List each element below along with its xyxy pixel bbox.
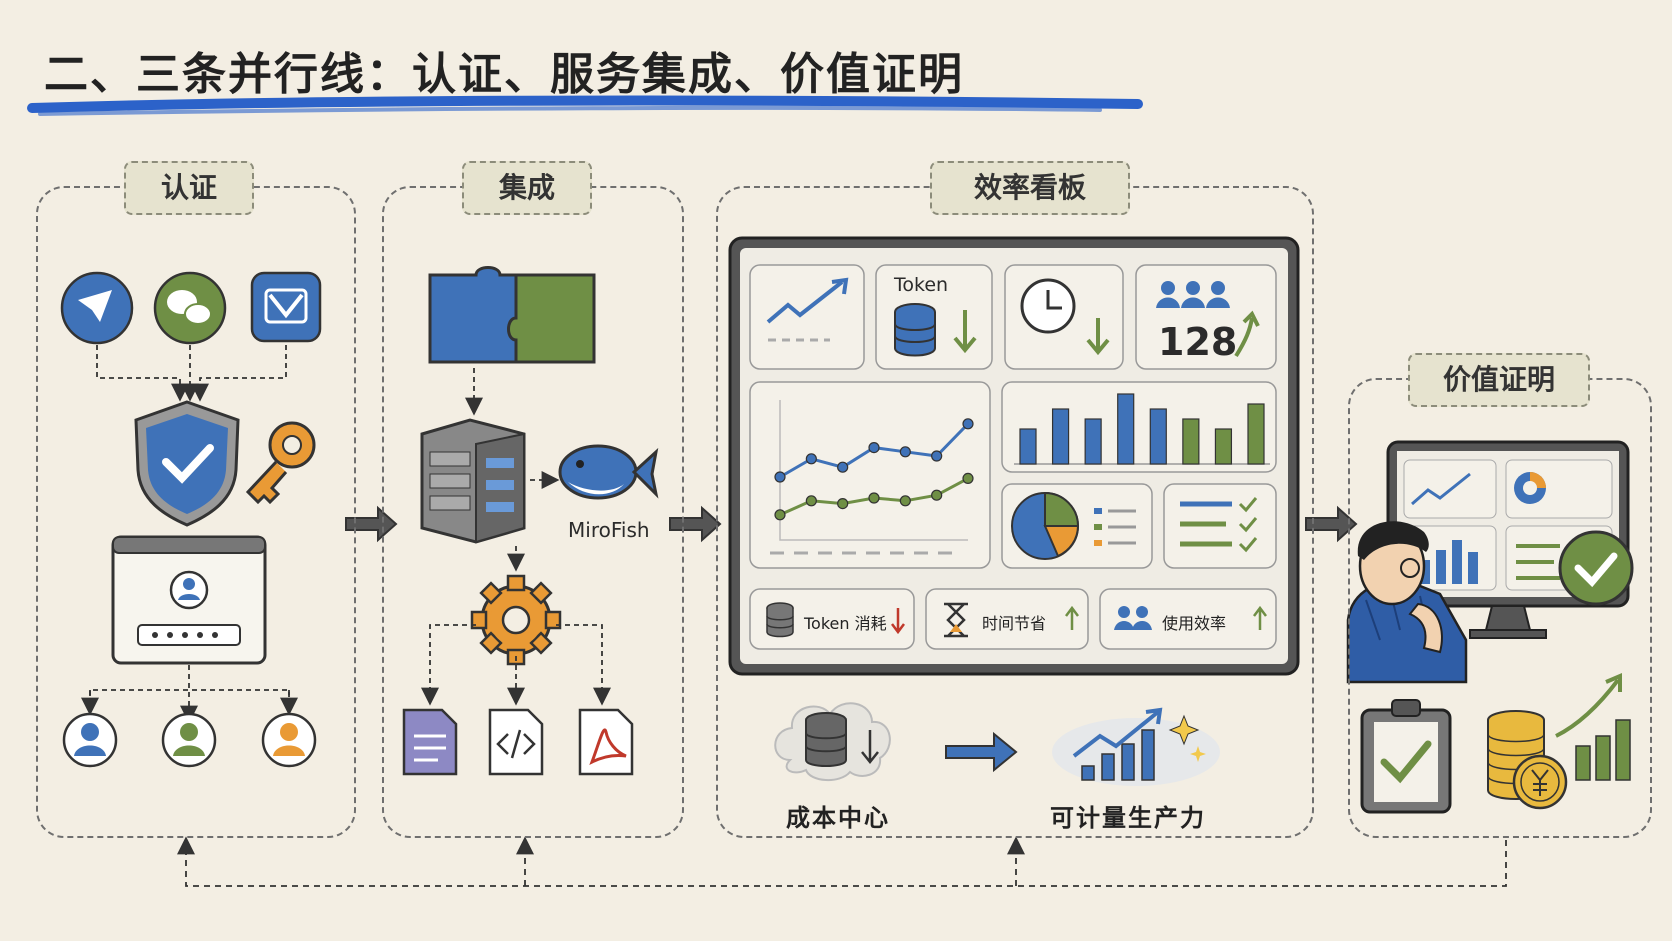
shield-check-icon	[134, 400, 240, 527]
mail-icon	[250, 271, 322, 343]
bar	[1019, 428, 1037, 465]
flow-arrow-3	[1305, 505, 1358, 543]
arrow-up-green	[1234, 310, 1260, 358]
feishu-icon	[60, 271, 134, 345]
bar	[1084, 418, 1102, 465]
metric-token-label: Token 消耗	[804, 614, 887, 633]
line-point	[837, 461, 849, 473]
users-group-icon	[1156, 281, 1230, 308]
line-point	[805, 453, 817, 465]
feedback-loop	[177, 836, 1507, 887]
pie-legend	[1094, 508, 1136, 546]
gear-icon	[470, 574, 562, 666]
metric-efficiency-label: 使用效率	[1162, 614, 1227, 633]
users-small-icon	[1114, 606, 1152, 630]
line-point	[837, 498, 849, 510]
bar-chart-card	[1001, 381, 1277, 473]
bar	[1247, 403, 1265, 465]
productivity-chart-icon	[1052, 707, 1220, 786]
page-title: 二、三条并行线：认证、服务集成、价值证明	[44, 49, 964, 100]
user-green-icon	[161, 712, 217, 768]
user-blue-icon	[62, 712, 118, 768]
productivity-label: 可计量生产力	[1050, 803, 1206, 832]
code-file-icon	[488, 708, 544, 776]
auth-panel	[36, 186, 356, 838]
thinking-person-icon	[1346, 521, 1468, 684]
trend-up-icon	[766, 280, 844, 324]
bar	[1214, 428, 1233, 465]
bar-chart	[1014, 393, 1270, 465]
token-card-label: Token	[894, 274, 949, 296]
login-window-icon	[111, 535, 267, 665]
line-point	[868, 492, 880, 504]
line-point	[931, 450, 943, 462]
line-point	[931, 489, 943, 501]
cost-center-cloud	[774, 702, 891, 781]
line-chart	[774, 400, 974, 541]
checklist	[1180, 497, 1258, 553]
user-orange-icon	[261, 712, 317, 768]
dashboard-tag: 效率看板	[930, 161, 1130, 215]
line-point	[774, 471, 786, 483]
users-count: 128	[1158, 320, 1238, 364]
line-chart-card	[749, 381, 991, 569]
pdf-file-icon	[578, 708, 634, 776]
line-point	[899, 446, 911, 458]
metric-time-label: 时间节省	[982, 614, 1047, 633]
transform-arrow	[945, 731, 1018, 773]
line-chart-axes	[779, 400, 968, 541]
wechat-icon	[153, 271, 227, 345]
auth-tag: 认证	[124, 161, 254, 215]
auth-panel-icons	[60, 271, 322, 768]
line-point	[774, 509, 786, 521]
database-small-icon	[766, 602, 794, 638]
arrow-up-green-small-2	[1253, 605, 1267, 630]
flow-arrow-2	[669, 505, 722, 543]
mirofish-icon	[558, 444, 659, 500]
kpi-card-trend	[749, 264, 865, 370]
approval-check-icon	[1558, 530, 1634, 606]
dashboard-panel	[716, 186, 1314, 838]
clock-icon	[1020, 278, 1076, 334]
arrow-down-green	[953, 310, 977, 354]
bar	[1051, 408, 1070, 465]
bar	[1149, 408, 1167, 465]
document-icon	[402, 708, 458, 776]
hourglass-icon	[944, 602, 968, 638]
line-point	[805, 495, 817, 507]
arrow-down-red	[891, 608, 905, 635]
database-icon	[894, 303, 936, 357]
bar	[1117, 393, 1135, 465]
arrow-up-green-small	[1065, 605, 1079, 630]
integration-tag: 集成	[462, 161, 592, 215]
integration-panel-icons	[402, 266, 659, 776]
value-tag: 价值证明	[1408, 353, 1590, 407]
coins-growth-icon	[1487, 672, 1631, 810]
arrow-down-green-2	[1086, 318, 1110, 356]
mirofish-label: MiroFish	[568, 518, 650, 542]
pie-chart	[1011, 491, 1080, 560]
puzzle-icon	[428, 266, 596, 364]
line-point	[962, 418, 974, 430]
server-icon	[420, 418, 526, 544]
line-point	[868, 442, 880, 454]
clipboard-check-icon	[1360, 699, 1452, 814]
cost-center-label: 成本中心	[786, 803, 890, 832]
metric-card-efficiency	[1099, 588, 1277, 650]
line-point	[899, 495, 911, 507]
value-panel	[1348, 378, 1652, 838]
title-underline	[27, 95, 1143, 113]
key-icon	[245, 421, 316, 505]
line-point	[962, 472, 974, 484]
integration-panel	[382, 186, 684, 838]
bar	[1182, 418, 1200, 465]
